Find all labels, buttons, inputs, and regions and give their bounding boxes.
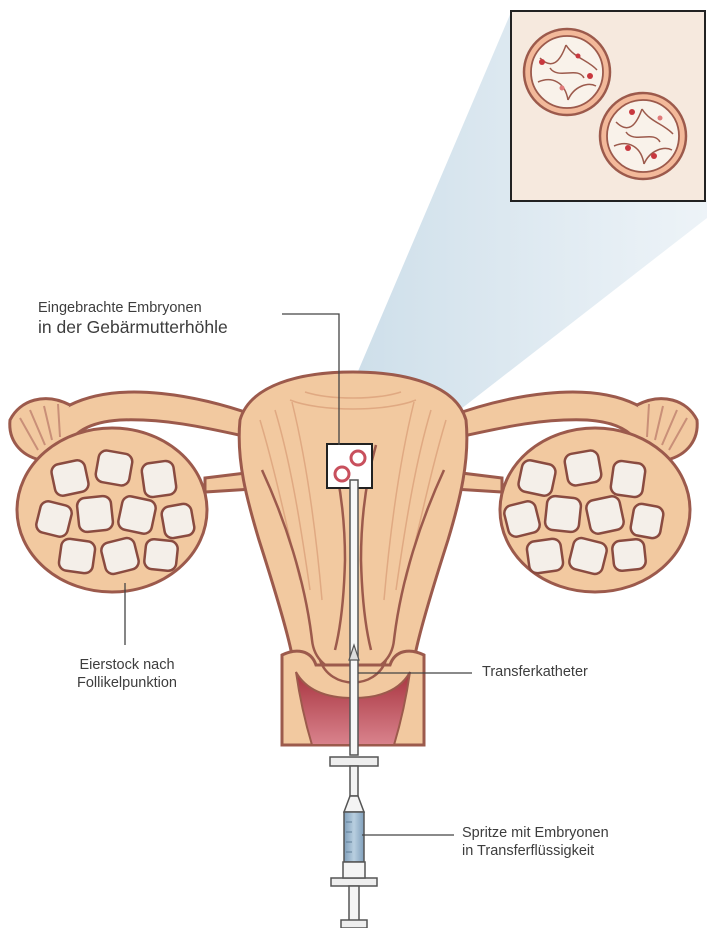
magnified-embryo-2 (600, 93, 686, 179)
label-embryos-line2: in der Gebärmutterhöhle (38, 317, 228, 339)
label-syringe: Spritze mit Embryonen in Transferflüssig… (462, 824, 609, 860)
label-embryos: Eingebrachte Embryonen in der Gebärmutte… (38, 299, 228, 339)
label-ovary: Eierstock nach Follikelpunktion (52, 656, 202, 692)
right-ovary (500, 428, 690, 592)
label-ovary-line1: Eierstock nach (52, 656, 202, 674)
label-catheter: Transferkatheter (482, 663, 588, 681)
magnified-embryo-1 (524, 29, 610, 115)
label-syringe-line2: in Transferflüssigkeit (462, 842, 609, 860)
embryo-magnification-inset (511, 11, 705, 201)
label-embryos-line1: Eingebrachte Embryonen (38, 299, 228, 317)
left-ovary (17, 428, 207, 592)
label-catheter-text: Transferkatheter (482, 663, 588, 681)
transfer-catheter (349, 480, 359, 755)
label-syringe-line1: Spritze mit Embryonen (462, 824, 609, 842)
label-ovary-line2: Follikelpunktion (52, 674, 202, 692)
syringe (330, 757, 378, 928)
